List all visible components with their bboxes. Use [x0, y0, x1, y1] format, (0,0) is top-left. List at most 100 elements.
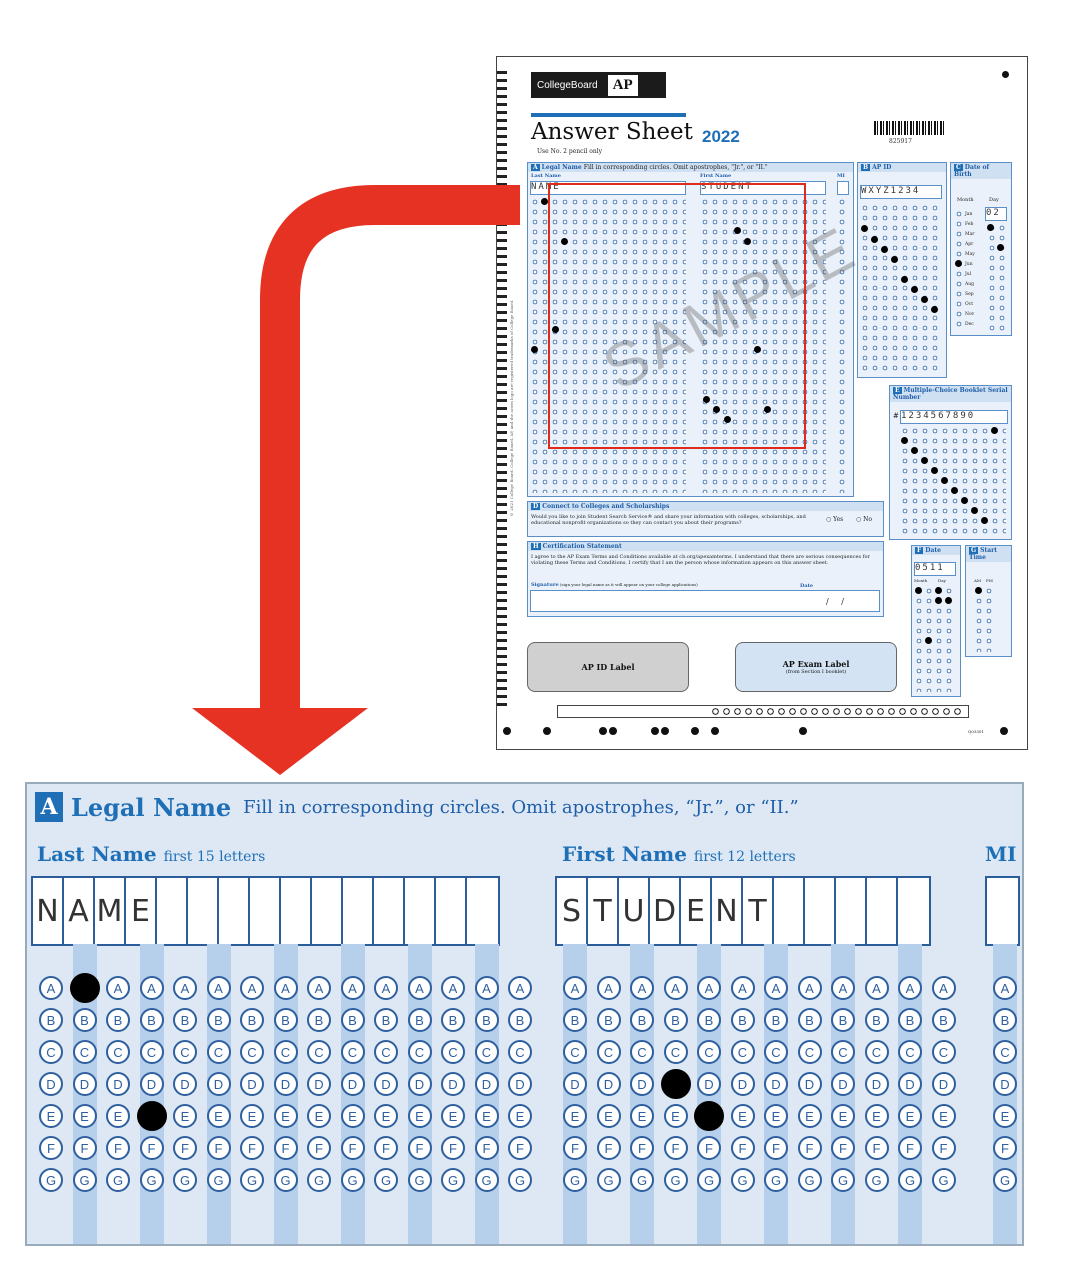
answer-bubble[interactable]: F: [72, 1136, 97, 1160]
answer-bubble[interactable]: G: [106, 1168, 130, 1192]
answer-bubble[interactable]: D: [931, 1072, 956, 1096]
answer-bubble[interactable]: F: [106, 1136, 130, 1160]
answer-bubble[interactable]: E: [730, 1104, 755, 1128]
answer-bubble[interactable]: B: [596, 1008, 621, 1032]
answer-bubble[interactable]: E: [831, 1104, 855, 1128]
answer-bubble[interactable]: B: [931, 1008, 956, 1032]
answer-bubble[interactable]: A: [931, 976, 956, 1000]
answer-bubble[interactable]: B: [663, 1008, 688, 1032]
answer-bubble[interactable]: C: [864, 1040, 889, 1064]
answer-bubble[interactable]: F: [563, 1136, 587, 1160]
answer-bubble[interactable]: D: [307, 1072, 331, 1096]
answer-bubble[interactable]: F: [407, 1136, 432, 1160]
answer-bubble[interactable]: C: [441, 1040, 465, 1064]
answer-bubble[interactable]: B: [340, 1008, 365, 1032]
answer-bubble[interactable]: G: [340, 1168, 365, 1192]
answer-bubble[interactable]: G: [441, 1168, 465, 1192]
answer-bubble[interactable]: B: [898, 1008, 922, 1032]
answer-bubble[interactable]: C: [508, 1040, 532, 1064]
answer-bubble[interactable]: D: [730, 1072, 755, 1096]
answer-bubble[interactable]: F: [831, 1136, 855, 1160]
answer-bubble[interactable]: A: [374, 976, 398, 1000]
answer-bubble[interactable]: G: [72, 1168, 97, 1192]
answer-bubble[interactable]: A: [273, 976, 298, 1000]
answer-bubble[interactable]: A: [106, 976, 130, 1000]
answer-bubble[interactable]: B: [797, 1008, 822, 1032]
answer-bubble[interactable]: F: [340, 1136, 365, 1160]
answer-bubble[interactable]: G: [931, 1168, 956, 1192]
answer-bubble[interactable]: D: [563, 1072, 587, 1096]
answer-bubble[interactable]: G: [663, 1168, 688, 1192]
answer-bubble[interactable]: B: [72, 1008, 97, 1032]
answer-bubble[interactable]: C: [630, 1040, 654, 1064]
answer-bubble[interactable]: G: [697, 1168, 721, 1192]
filled-bubble[interactable]: E: [694, 1101, 724, 1131]
answer-bubble[interactable]: D: [864, 1072, 889, 1096]
answer-bubble[interactable]: E: [993, 1104, 1017, 1128]
answer-bubble[interactable]: C: [730, 1040, 755, 1064]
answer-bubble[interactable]: C: [340, 1040, 365, 1064]
answer-bubble[interactable]: G: [730, 1168, 755, 1192]
answer-bubble[interactable]: F: [898, 1136, 922, 1160]
answer-bubble[interactable]: F: [697, 1136, 721, 1160]
answer-bubble[interactable]: C: [139, 1040, 164, 1064]
answer-bubble[interactable]: B: [173, 1008, 197, 1032]
filled-bubble[interactable]: A: [69, 973, 100, 1003]
answer-bubble[interactable]: B: [630, 1008, 654, 1032]
answer-bubble[interactable]: E: [72, 1104, 97, 1128]
answer-bubble[interactable]: A: [340, 976, 365, 1000]
answer-bubble[interactable]: F: [374, 1136, 398, 1160]
answer-bubble[interactable]: B: [441, 1008, 465, 1032]
filled-bubble[interactable]: E: [136, 1101, 167, 1131]
answer-bubble[interactable]: F: [508, 1136, 532, 1160]
answer-bubble[interactable]: B: [39, 1008, 63, 1032]
answer-bubble[interactable]: F: [474, 1136, 499, 1160]
answer-bubble[interactable]: C: [663, 1040, 688, 1064]
answer-bubble[interactable]: F: [797, 1136, 822, 1160]
answer-bubble[interactable]: F: [764, 1136, 788, 1160]
answer-bubble[interactable]: D: [831, 1072, 855, 1096]
answer-bubble[interactable]: D: [596, 1072, 621, 1096]
answer-bubble[interactable]: A: [240, 976, 264, 1000]
answer-bubble[interactable]: F: [173, 1136, 197, 1160]
answer-bubble[interactable]: B: [993, 1008, 1017, 1032]
answer-bubble[interactable]: G: [898, 1168, 922, 1192]
answer-bubble[interactable]: D: [441, 1072, 465, 1096]
answer-bubble[interactable]: E: [898, 1104, 922, 1128]
answer-bubble[interactable]: A: [206, 976, 231, 1000]
answer-bubble[interactable]: D: [173, 1072, 197, 1096]
answer-bubble[interactable]: C: [563, 1040, 587, 1064]
answer-bubble[interactable]: D: [697, 1072, 721, 1096]
answer-bubble[interactable]: E: [173, 1104, 197, 1128]
answer-bubble[interactable]: B: [764, 1008, 788, 1032]
answer-bubble[interactable]: C: [39, 1040, 63, 1064]
answer-bubble[interactable]: E: [307, 1104, 331, 1128]
answer-bubble[interactable]: B: [730, 1008, 755, 1032]
answer-bubble[interactable]: A: [173, 976, 197, 1000]
answer-bubble[interactable]: G: [596, 1168, 621, 1192]
answer-bubble[interactable]: A: [630, 976, 654, 1000]
answer-bubble[interactable]: C: [273, 1040, 298, 1064]
answer-bubble[interactable]: D: [273, 1072, 298, 1096]
answer-bubble[interactable]: A: [831, 976, 855, 1000]
answer-bubble[interactable]: G: [563, 1168, 587, 1192]
answer-bubble[interactable]: E: [340, 1104, 365, 1128]
answer-bubble[interactable]: D: [407, 1072, 432, 1096]
answer-bubble[interactable]: A: [563, 976, 587, 1000]
answer-bubble[interactable]: D: [508, 1072, 532, 1096]
answer-bubble[interactable]: A: [596, 976, 621, 1000]
answer-bubble[interactable]: A: [797, 976, 822, 1000]
answer-bubble[interactable]: E: [374, 1104, 398, 1128]
answer-bubble[interactable]: D: [39, 1072, 63, 1096]
answer-bubble[interactable]: E: [240, 1104, 264, 1128]
answer-bubble[interactable]: F: [663, 1136, 688, 1160]
answer-bubble[interactable]: E: [407, 1104, 432, 1128]
answer-bubble[interactable]: D: [898, 1072, 922, 1096]
answer-bubble[interactable]: B: [407, 1008, 432, 1032]
answer-bubble[interactable]: C: [931, 1040, 956, 1064]
answer-bubble[interactable]: B: [374, 1008, 398, 1032]
answer-bubble[interactable]: A: [474, 976, 499, 1000]
answer-bubble[interactable]: G: [831, 1168, 855, 1192]
answer-bubble[interactable]: D: [764, 1072, 788, 1096]
answer-bubble[interactable]: G: [864, 1168, 889, 1192]
